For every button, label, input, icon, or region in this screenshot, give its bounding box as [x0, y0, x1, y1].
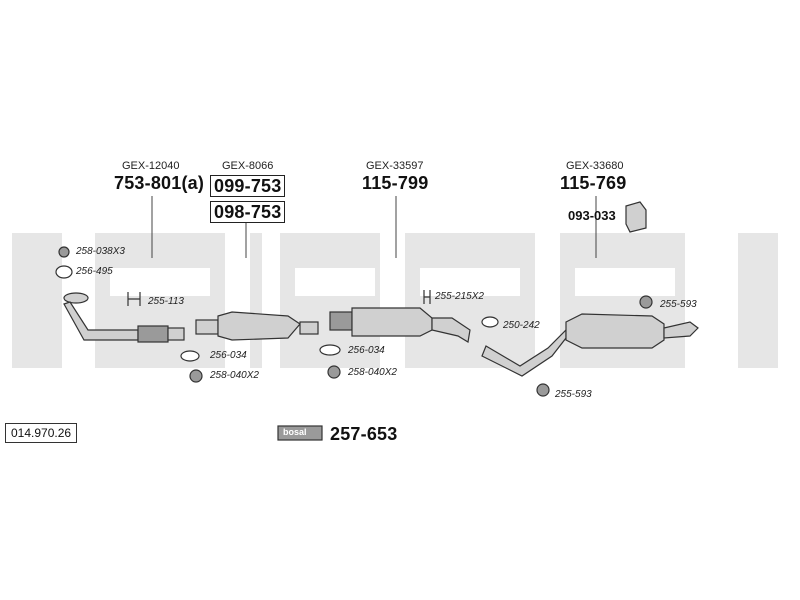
part-catalyst-1: 099-753 [210, 175, 286, 197]
gex-center-silencer: GEX-33597 [366, 160, 424, 172]
catalog-number: 014.970.26 [5, 423, 78, 443]
part-front-pipe: 753-801(a) [114, 173, 205, 193]
gex-rear-silencer: GEX-33680 [566, 160, 624, 172]
watermark-block [95, 233, 225, 368]
small-part-icons [55, 201, 653, 441]
front-pipe-flange [63, 292, 89, 304]
catalyst [195, 311, 319, 341]
gex-front-pipe: GEX-12040 [122, 160, 180, 172]
part-rear-mount: 093-033 [568, 208, 616, 223]
clamp-ring-icon [481, 316, 499, 328]
gasket-icon [319, 344, 341, 356]
label-clamp-tail: 250-242 [503, 320, 540, 331]
cat-body [217, 311, 301, 341]
bosal-box-icon [277, 425, 323, 441]
center-body [351, 307, 433, 337]
watermark-block [738, 233, 778, 368]
label-gasket-front-pipe: 256-495 [76, 266, 113, 277]
label-bolt-cat: 258-040X2 [210, 370, 259, 381]
rear-silencer [481, 313, 699, 377]
label-clamp-front: 255-113 [148, 296, 184, 307]
cat-inlet [195, 319, 219, 335]
bolt-icon [327, 365, 341, 379]
front-pipe [63, 292, 185, 343]
gex-catalyst: GEX-8066 [222, 160, 274, 172]
center-silencer [329, 307, 471, 343]
rubber-mount-icon [639, 295, 653, 309]
label-bolt-center: 258-040X2 [348, 367, 397, 378]
watermark-block [405, 233, 535, 368]
rear-body [565, 313, 665, 349]
part-center-silencer: 115-799 [362, 173, 429, 193]
clamp-icon [127, 292, 141, 306]
mount-bracket-icon [625, 201, 647, 233]
label-clamp-center: 255-215X2 [435, 291, 484, 302]
label-rubber-rear-top: 255-593 [660, 299, 697, 310]
center-inlet [329, 311, 353, 331]
rubber-mount-icon [536, 383, 550, 397]
part-rear-silencer: 115-769 [560, 173, 627, 193]
gasket-icon [180, 350, 200, 362]
label-gasket-cat: 256-034 [210, 350, 247, 361]
label-gasket-center: 256-034 [348, 345, 385, 356]
front-pipe-end [167, 327, 185, 341]
leader-lines [151, 196, 597, 258]
part-catalyst-2: 098-753 [210, 201, 286, 223]
gasket-icon [55, 265, 73, 279]
tailpipe [663, 321, 699, 339]
part-assembly-kit: 257-653 [330, 424, 398, 444]
nut-icon [58, 246, 70, 258]
flex-joint [137, 325, 169, 343]
bosal-watermark [12, 233, 778, 368]
cat-outlet [299, 321, 319, 335]
bosal-brand: bosal [283, 427, 307, 437]
label-rubber-rear-bottom: 255-593 [555, 389, 592, 400]
bolt-icon [189, 369, 203, 383]
watermark-block [12, 233, 62, 368]
center-outlet-pipe [431, 317, 471, 343]
label-nut-front-pipe: 258-038X3 [76, 246, 125, 257]
watermark-block [250, 233, 262, 368]
clamp-icon [423, 290, 431, 304]
